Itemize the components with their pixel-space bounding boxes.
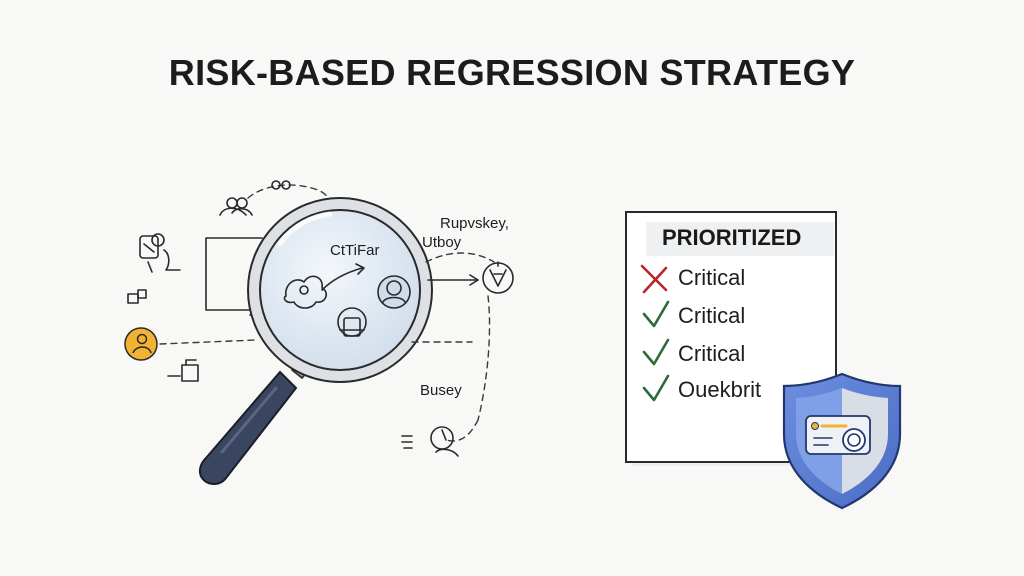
bottom-curve-dash bbox=[445, 419, 479, 442]
label-top-right: Rupvskey, bbox=[440, 215, 509, 232]
document-icon bbox=[482, 261, 514, 294]
magnifier-scene: CtTiFar Rupvskey, U bbox=[124, 180, 514, 485]
gauge-icon bbox=[283, 263, 365, 309]
checklist-item-label: Critical bbox=[678, 265, 745, 290]
label-right: Utboy bbox=[422, 234, 462, 251]
shield-icon bbox=[782, 372, 902, 510]
checklist-item[interactable]: Critical bbox=[640, 264, 745, 294]
checklist-item[interactable]: Ouekbrit bbox=[642, 374, 761, 402]
cross-icon bbox=[640, 264, 668, 294]
search-person-icon bbox=[401, 426, 459, 457]
left-connector bbox=[159, 339, 257, 345]
checklist-item-label: Critical bbox=[678, 303, 745, 328]
user-group-icon bbox=[219, 180, 291, 216]
person-icon bbox=[139, 233, 181, 273]
checklist-item[interactable]: Critical bbox=[642, 338, 745, 366]
card-title-bar bbox=[646, 222, 834, 256]
bracket-connector bbox=[205, 237, 263, 311]
checklist-item-label: Ouekbrit bbox=[678, 377, 761, 402]
check-icon bbox=[642, 300, 670, 328]
page-title: RISK-BASED REGRESSION STRATEGY bbox=[168, 52, 856, 93]
box-icon bbox=[167, 359, 199, 382]
checklist-item[interactable]: Critical bbox=[642, 300, 745, 328]
window-icon bbox=[127, 289, 147, 304]
checklist-item-label: Critical bbox=[678, 341, 745, 366]
label-bottom: Busey bbox=[420, 382, 462, 399]
gear-icon bbox=[337, 307, 367, 337]
person-head-icon bbox=[377, 275, 411, 309]
magnifier-icon bbox=[247, 197, 433, 383]
checklist-title: PRIORITIZED bbox=[662, 225, 801, 250]
lens-label: CtTiFar bbox=[330, 242, 379, 259]
check-icon bbox=[642, 338, 670, 366]
right-vertical-dash bbox=[477, 295, 491, 421]
check-icon bbox=[642, 374, 670, 402]
right-upper-dash bbox=[425, 252, 495, 263]
user-circle-icon bbox=[124, 327, 158, 361]
